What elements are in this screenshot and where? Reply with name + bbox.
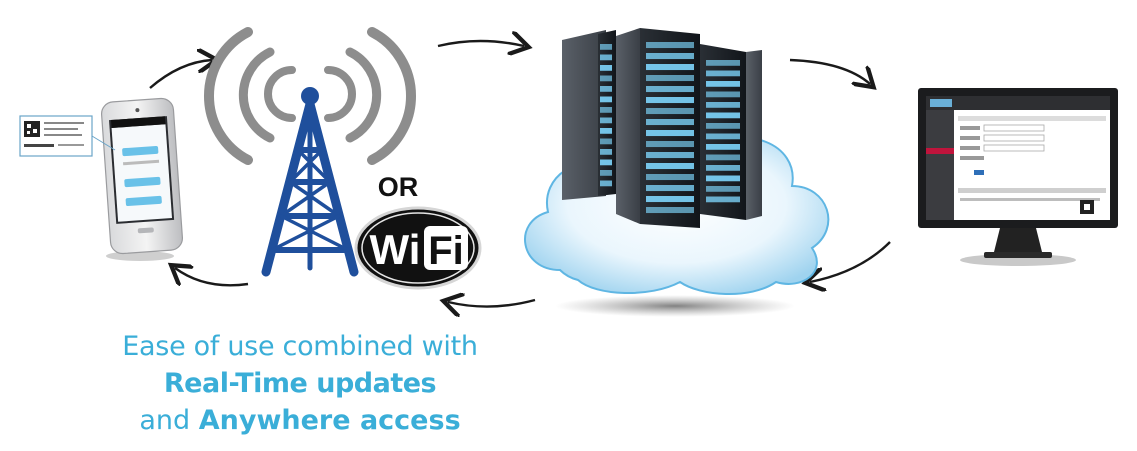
server-light — [646, 130, 694, 137]
server-light — [646, 108, 694, 115]
arrow-icon — [437, 41, 524, 46]
smartphone-icon — [19, 97, 184, 261]
arrow-icon — [810, 241, 891, 282]
server-light — [600, 138, 612, 145]
server-light — [646, 119, 694, 126]
server-light — [646, 53, 694, 60]
caption-line-3: and Anywhere access — [110, 402, 490, 439]
server-light — [706, 123, 740, 129]
server-light — [646, 185, 694, 192]
or-label: OR — [378, 172, 419, 202]
server-light — [600, 107, 612, 113]
server-light — [600, 54, 612, 61]
server-light — [646, 86, 694, 93]
caption-line-3-bold: Anywhere access — [198, 405, 461, 436]
cell-tower-icon — [261, 87, 359, 277]
server-light — [646, 42, 694, 49]
server-light — [646, 97, 694, 104]
caption-line-2: Real-Time updates — [163, 368, 437, 399]
wifi-logo-wi: Wi — [370, 226, 421, 273]
server-light — [646, 196, 694, 203]
server-light — [646, 207, 694, 214]
server-racks — [562, 28, 762, 228]
server-light — [706, 102, 740, 108]
caption-line-1: Ease of use combined with — [122, 331, 478, 362]
server-light — [600, 86, 612, 92]
server-light — [600, 149, 612, 155]
arrow-icon — [175, 268, 249, 287]
server-light — [600, 65, 612, 71]
wifi-icon: Wi Fi — [354, 206, 482, 290]
server-light — [646, 174, 694, 181]
server-light — [706, 133, 740, 140]
caption: Ease of use combined with Real-Time upda… — [110, 328, 490, 439]
server-light — [706, 60, 740, 66]
server-light — [706, 70, 740, 77]
server-light — [706, 144, 740, 150]
server-light — [600, 117, 612, 124]
server-light — [646, 64, 694, 71]
server-light — [706, 165, 740, 171]
monitor-icon — [918, 88, 1118, 266]
server-light — [600, 159, 612, 166]
caption-line-3-prefix: and — [139, 405, 199, 436]
server-light — [600, 128, 612, 134]
server-rack-icon — [616, 28, 700, 228]
server-light — [600, 75, 612, 82]
server-rack-icon — [700, 44, 762, 220]
server-light — [646, 141, 694, 148]
arrow-icon — [789, 58, 870, 84]
server-light — [706, 81, 740, 87]
wifi-logo-fi: Fi — [428, 229, 464, 273]
server-light — [600, 170, 612, 176]
server-light — [706, 196, 740, 203]
server-light — [646, 152, 694, 159]
server-light — [706, 112, 740, 119]
server-light — [706, 91, 740, 98]
arrow-icon — [149, 60, 212, 89]
server-light — [600, 44, 612, 50]
server-light — [600, 96, 612, 103]
qr-label-icon — [19, 115, 116, 157]
server-light — [706, 175, 740, 182]
arrow-icon — [448, 300, 536, 307]
server-light — [706, 186, 740, 192]
server-rack-icon — [562, 30, 616, 200]
server-light — [646, 75, 694, 82]
signal-waves-icon — [204, 27, 416, 165]
server-light — [706, 154, 740, 161]
server-light — [600, 180, 612, 187]
server-light — [646, 163, 694, 170]
